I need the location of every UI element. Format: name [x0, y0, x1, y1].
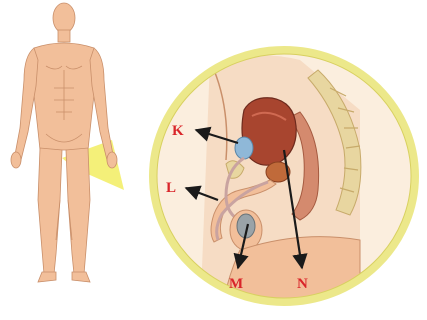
magnifier-lens-icon [153, 50, 415, 320]
label-m: M [229, 276, 243, 292]
human-body-outline-icon [11, 3, 117, 282]
label-l: L [166, 180, 176, 196]
label-n: N [297, 276, 308, 292]
label-k: K [172, 123, 184, 139]
